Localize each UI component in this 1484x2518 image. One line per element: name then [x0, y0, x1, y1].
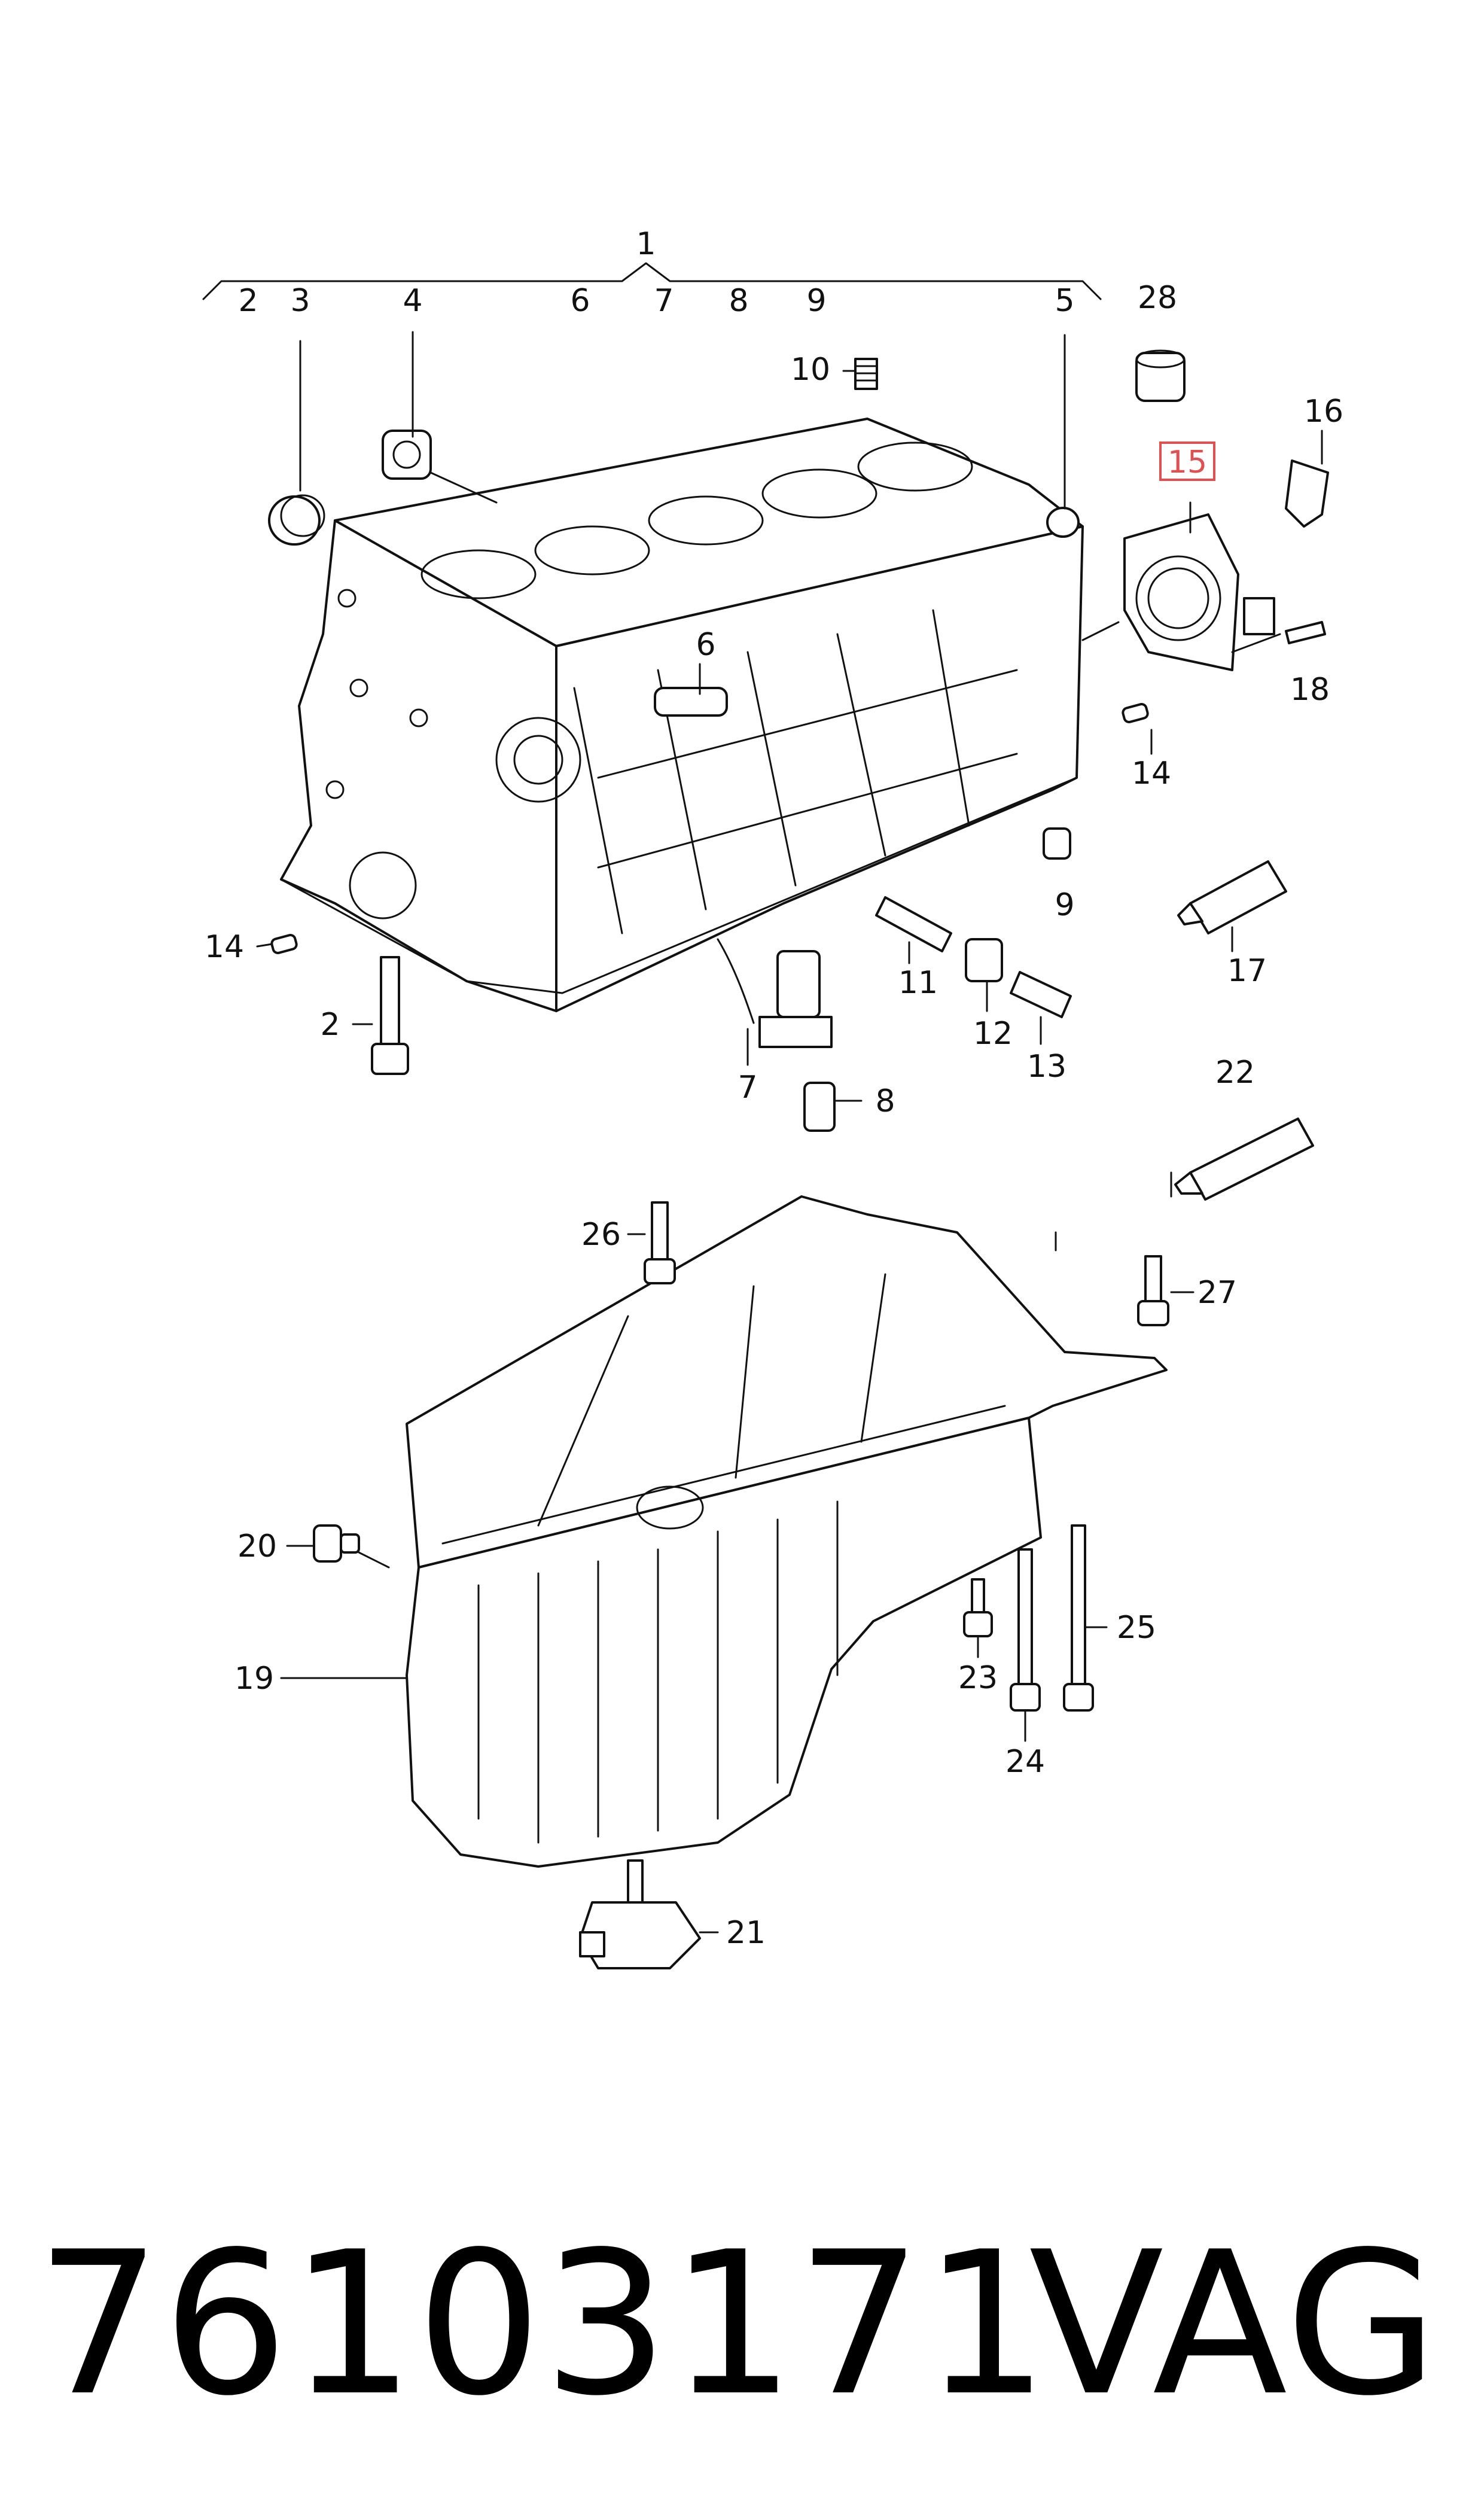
sensor-7	[717, 938, 833, 1048]
plug-3	[268, 494, 325, 546]
callout: 21	[726, 1915, 766, 1951]
callout: 17	[1227, 953, 1267, 989]
bolt-27	[1137, 1255, 1169, 1326]
callout: 27	[1197, 1275, 1237, 1311]
seal-flange-15	[1123, 513, 1275, 671]
piston-cooling-jet-6	[654, 687, 728, 717]
bush-28	[1135, 349, 1186, 402]
leader-lines	[202, 262, 1323, 1934]
callout: 8	[729, 283, 748, 319]
bolt-26	[644, 1201, 676, 1284]
plug-9	[1043, 827, 1071, 860]
bolt-10	[854, 358, 878, 390]
callout: 13	[1027, 1049, 1066, 1085]
callout: 16	[1304, 394, 1343, 430]
callout: 5	[1055, 283, 1074, 319]
callout: 23	[958, 1660, 998, 1696]
oil-pan	[406, 1195, 1168, 1868]
callout: 12	[973, 1016, 1013, 1052]
bolt-2	[371, 956, 409, 1075]
callout: 25	[1117, 1610, 1156, 1646]
sender-13	[1010, 971, 1072, 1018]
callout: 22	[1215, 1055, 1255, 1091]
drain-plug-20	[313, 1524, 360, 1563]
callout: 14	[1132, 756, 1171, 791]
callout: 11	[898, 965, 938, 1001]
callout: 10	[791, 352, 830, 388]
callout: 28	[1138, 280, 1177, 316]
callout: 8	[875, 1083, 895, 1119]
callout: 1	[636, 226, 656, 262]
fitting-11	[875, 896, 952, 952]
fitting-12	[965, 938, 1003, 982]
callout: 24	[1005, 1744, 1045, 1780]
sensor-16	[1285, 459, 1329, 528]
bolt-8	[803, 1082, 836, 1132]
callout: 2	[320, 1007, 340, 1043]
callout: 6	[570, 283, 590, 319]
plug-5	[1046, 507, 1080, 538]
brand-name: VAG	[1029, 2209, 1440, 2439]
engine-block	[280, 418, 1084, 1012]
callout: 26	[581, 1217, 621, 1253]
pin-14-right	[1122, 703, 1149, 723]
callout: 6	[696, 627, 715, 663]
sensor-21	[579, 1859, 701, 1969]
callout: 18	[1290, 672, 1330, 708]
callout: 7	[654, 283, 674, 319]
bolt-18	[1285, 621, 1326, 644]
bolt-25	[1063, 1524, 1094, 1712]
callout: 15	[1168, 444, 1207, 480]
bolt-24	[1010, 1548, 1041, 1712]
sealant-22	[1174, 1118, 1314, 1201]
pin-14-left	[270, 934, 298, 954]
callout: 2	[238, 283, 258, 319]
part-number: 76103171	[36, 2209, 1050, 2439]
callout: 9	[806, 283, 826, 319]
callout: 20	[237, 1529, 277, 1564]
callout-labels: 1 2 3 4 6 7 8 9 5 28 10 16 15 18 14 6 9 …	[205, 226, 1343, 1951]
bolt-23	[963, 1578, 993, 1637]
callout: 3	[290, 283, 310, 319]
callout: 4	[403, 283, 422, 319]
callout: 7	[738, 1070, 757, 1106]
callout: 19	[234, 1661, 274, 1697]
callout: 14	[205, 929, 244, 965]
highlight-box-15	[1159, 442, 1215, 481]
mount-4	[382, 430, 432, 480]
sealant-17	[1177, 860, 1287, 934]
callout: 9	[1055, 887, 1074, 923]
